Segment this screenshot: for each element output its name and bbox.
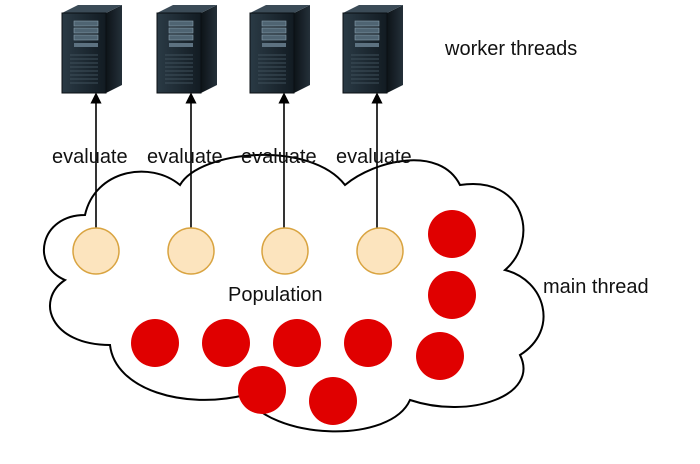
population-individuals — [72, 210, 476, 425]
individual-evaluating — [356, 227, 404, 275]
population-label: Population — [228, 284, 323, 306]
evaluate-label-2: evaluate — [147, 146, 223, 168]
evaluate-label-1: evaluate — [52, 146, 128, 168]
server-icon — [61, 5, 122, 94]
individual-evaluating — [72, 227, 120, 275]
individual-waiting — [416, 332, 464, 380]
individual-waiting — [273, 319, 321, 367]
individual-waiting — [344, 319, 392, 367]
server-icon — [156, 5, 217, 94]
server-icon — [249, 5, 310, 94]
individual-waiting — [202, 319, 250, 367]
individual-evaluating — [167, 227, 215, 275]
evaluate-label-4: evaluate — [336, 146, 412, 168]
main-thread-label: main thread — [543, 276, 649, 298]
evaluate-arrows — [90, 92, 383, 229]
individual-waiting — [309, 377, 357, 425]
worker-servers — [61, 5, 403, 94]
worker-threads-label: worker threads — [444, 38, 577, 60]
individual-waiting — [428, 271, 476, 319]
evaluate-label-3: evaluate — [241, 146, 317, 168]
individual-evaluating — [261, 227, 309, 275]
individual-waiting — [238, 366, 286, 414]
individual-waiting — [428, 210, 476, 258]
server-icon — [342, 5, 403, 94]
individual-waiting — [131, 319, 179, 367]
